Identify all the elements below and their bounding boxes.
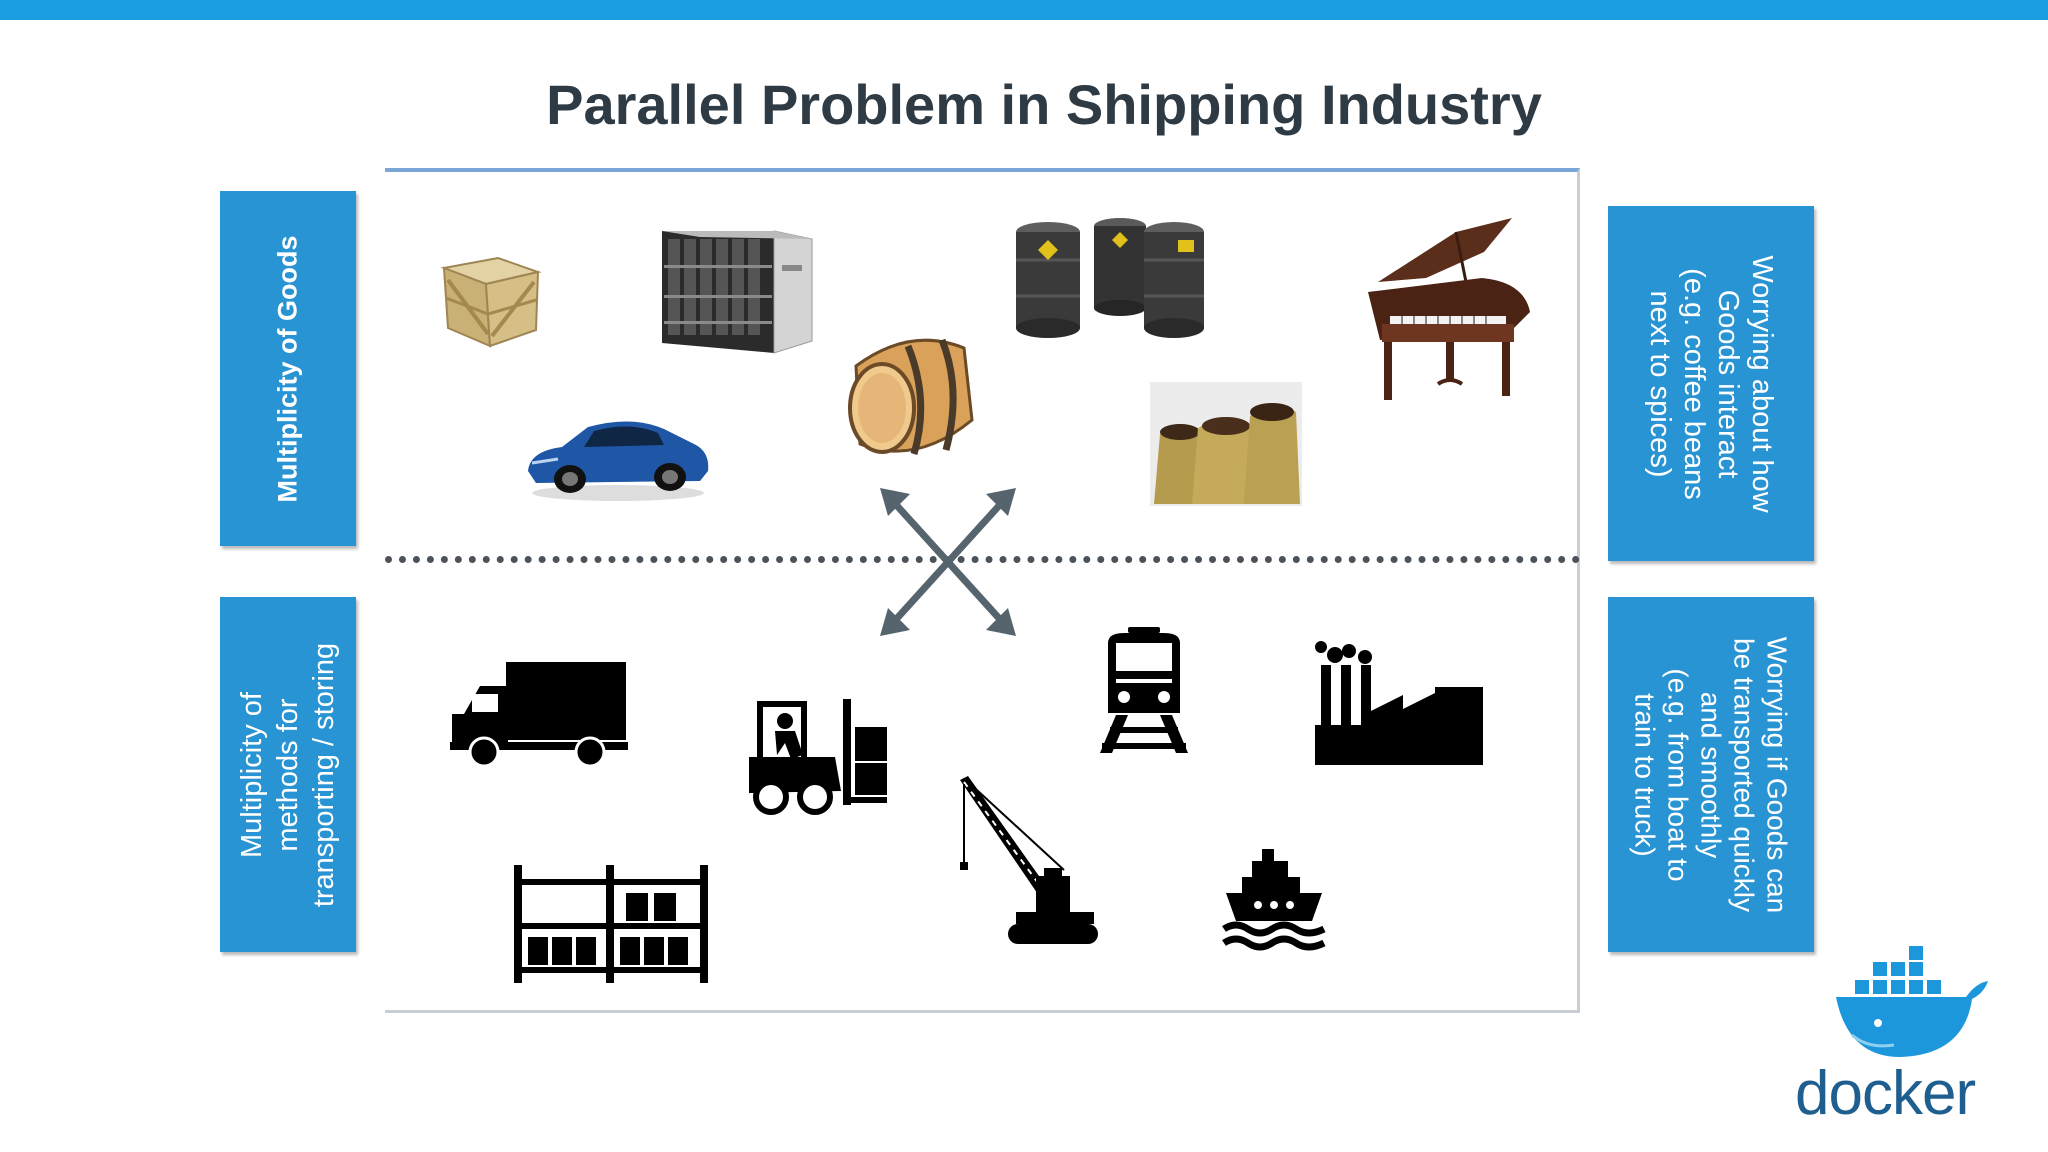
transport-line: and smoothly <box>1695 691 1727 858</box>
coffee-sacks-icon <box>1150 382 1302 506</box>
goods-interaction-line: next to spices) <box>1644 290 1676 477</box>
server-rack-icon <box>662 230 813 354</box>
dotted-divider <box>385 556 1580 563</box>
transport-label: Worrying if Goods can be transported qui… <box>1629 636 1794 913</box>
train-icon <box>1100 627 1188 753</box>
slide-title: Parallel Problem in Shipping Industry <box>546 73 1542 136</box>
transport-line: (e.g. from boat to <box>1662 667 1694 882</box>
docker-wordmark: docker <box>1795 1059 1976 1128</box>
goods-interaction-label: Worrying about how Goods interact (e.g. … <box>1643 255 1779 512</box>
goods-interaction-box: Worrying about how Goods interact (e.g. … <box>1608 206 1814 561</box>
cargo-ship-icon <box>1222 849 1326 951</box>
cross-arrows-icon <box>880 488 1016 636</box>
car-icon <box>528 421 709 501</box>
forklift-icon <box>749 699 887 815</box>
top-accent-bar <box>0 0 2048 20</box>
methods-label-line: transporting / storing <box>308 642 340 907</box>
methods-label-box: Multiplicity of methods for transporting… <box>220 597 356 952</box>
transport-line: train to truck) <box>1629 692 1661 857</box>
crane-icon <box>960 776 1098 944</box>
transport-line: Worrying if Goods can <box>1761 636 1793 913</box>
goods-interaction-line: (e.g. coffee beans <box>1678 267 1710 500</box>
factory-icon <box>1315 641 1483 765</box>
transport-line: be transported quickly <box>1728 637 1760 912</box>
methods-label-line: Multiplicity of <box>236 691 268 858</box>
methods-label: Multiplicity of methods for transporting… <box>234 642 342 906</box>
goods-label: Multiplicity of Goods <box>272 235 303 502</box>
piano-icon <box>1368 218 1530 400</box>
docker-whale-icon <box>1836 944 1988 1057</box>
transport-box: Worrying if Goods can be transported qui… <box>1608 597 1814 952</box>
crate-icon <box>440 256 542 348</box>
barrel-icon <box>848 338 974 455</box>
truck-icon <box>450 662 628 768</box>
diagram-frame <box>385 168 1580 1013</box>
warehouse-shelves-icon <box>514 865 708 983</box>
goods-label-box: Multiplicity of Goods <box>220 191 356 546</box>
goods-interaction-line: Worrying about how <box>1746 254 1778 513</box>
oil-drums-icon <box>1016 218 1204 338</box>
methods-label-line: methods for <box>272 697 304 852</box>
goods-interaction-line: Goods interact <box>1712 289 1744 478</box>
